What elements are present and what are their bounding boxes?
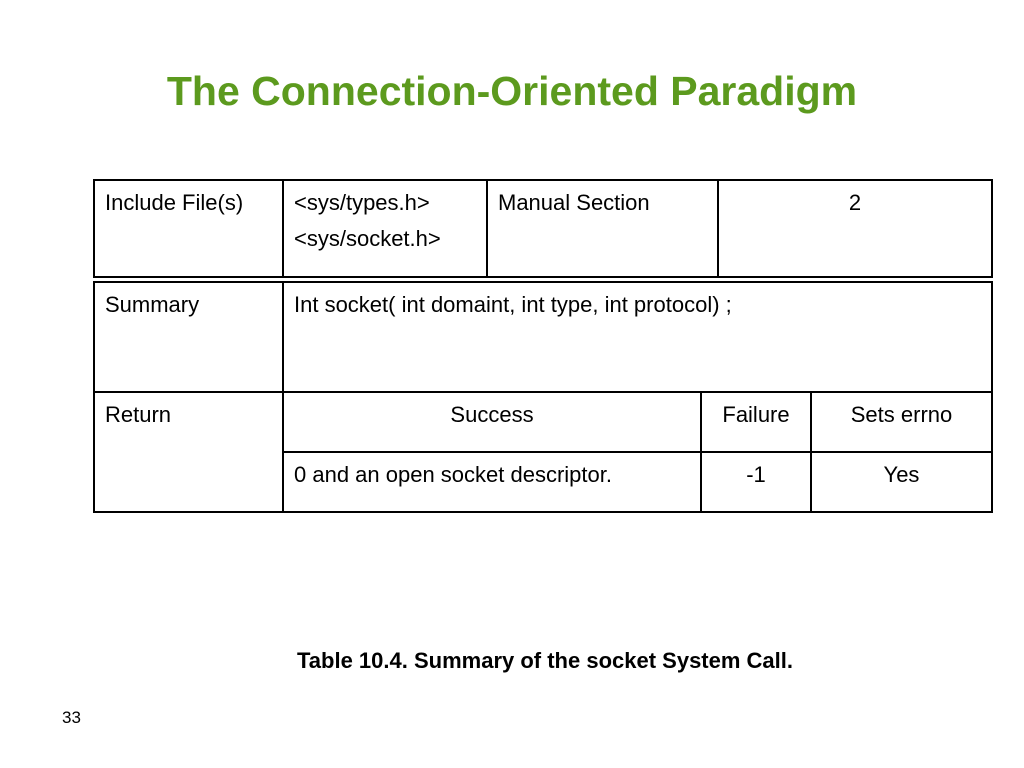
summary-label: Summary [105, 292, 200, 317]
include-label: Include File(s) [105, 190, 244, 215]
summary-label-cell: Summary [93, 281, 284, 393]
manual-label: Manual Section [498, 190, 650, 215]
return-header-success: Success [282, 391, 702, 453]
return-value-row: 0 and an open socket descriptor. -1 Yes [94, 451, 993, 513]
include-row: Include File(s) <sys/types.h> <sys/socke… [93, 179, 993, 278]
return-value-failure: -1 [700, 451, 812, 513]
include-table: Include File(s) <sys/types.h> <sys/socke… [93, 179, 993, 278]
include-files-cell: <sys/types.h> <sys/socket.h> [282, 179, 488, 278]
include-label-cell: Include File(s) [93, 179, 284, 278]
slide-title: The Connection-Oriented Paradigm [166, 68, 858, 114]
return-value-errno: Yes [810, 451, 993, 513]
return-table: Return Success Failure Sets errno 0 and … [93, 391, 993, 513]
return-label-cell: Return [93, 391, 284, 513]
include-file-2: <sys/socket.h> [294, 226, 441, 251]
return-header-row: Return Success Failure Sets errno [93, 391, 993, 513]
return-value-success: 0 and an open socket descriptor. [282, 451, 702, 513]
return-label: Return [105, 402, 172, 427]
include-file-1: <sys/types.h> [294, 190, 430, 215]
table-caption: Table 10.4. Summary of the socket System… [296, 648, 793, 673]
summary-value-cell: Int socket( int domaint, int type, int p… [282, 281, 993, 393]
manual-value: 2 [848, 190, 862, 215]
summary-row: Summary Int socket( int domaint, int typ… [93, 281, 993, 393]
return-header-errno: Sets errno [810, 391, 993, 453]
manual-value-cell: 2 [717, 179, 993, 278]
summary-value: Int socket( int domaint, int type, int p… [294, 292, 732, 317]
page-number: 33 [62, 708, 81, 727]
manual-label-cell: Manual Section [486, 179, 719, 278]
summary-table: Summary Int socket( int domaint, int typ… [93, 281, 993, 393]
return-header-failure: Failure [700, 391, 812, 453]
